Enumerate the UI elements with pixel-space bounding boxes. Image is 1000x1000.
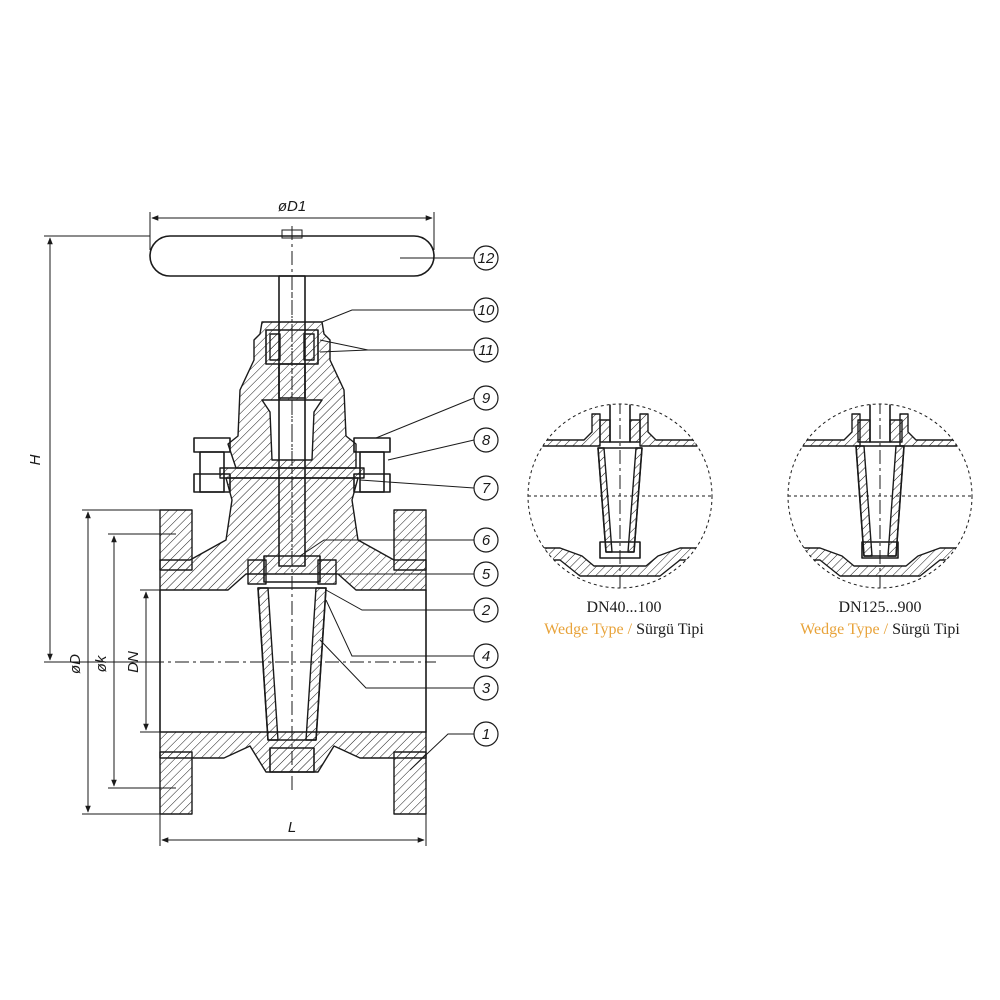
callout-6: 6 (473, 527, 499, 553)
detail1-wedge-tr: Sürgü Tipi (636, 621, 704, 638)
callout-11: 11 (473, 337, 499, 363)
callout-8: 8 (473, 427, 499, 453)
callout-12: 12 (473, 245, 499, 271)
dim-l: L (288, 819, 296, 836)
detail1-separator: / (624, 621, 636, 638)
svg-text:5: 5 (482, 566, 491, 583)
callout-7: 7 (473, 475, 499, 501)
dim-d1: øD1 (278, 198, 306, 215)
dim-k: øk (93, 654, 110, 672)
callout-4: 4 (473, 643, 499, 669)
svg-text:6: 6 (482, 532, 491, 549)
detail1-wedge-en: Wedge Type (544, 621, 624, 638)
callout-9: 9 (473, 385, 499, 411)
svg-text:9: 9 (482, 390, 491, 407)
svg-text:2: 2 (481, 602, 491, 619)
detail-dn40-100: DN40...100 Wedge Type / Sürgü Tipi (527, 403, 713, 638)
svg-text:10: 10 (478, 302, 495, 319)
detail2-separator: / (880, 621, 892, 638)
detail2-wedge-tr: Sürgü Tipi (892, 621, 960, 638)
dim-d: øD (67, 654, 84, 674)
svg-text:1: 1 (482, 726, 490, 743)
dim-dn: DN (125, 651, 142, 673)
dimension-lines: øD1 H øD øk DN L (27, 198, 435, 846)
valve-body (159, 477, 427, 591)
callout-10: 10 (473, 297, 499, 323)
callout-5: 5 (473, 561, 499, 587)
left-flange (159, 509, 193, 571)
detail1-range: DN40...100 (586, 599, 661, 616)
dim-h: H (27, 454, 44, 465)
svg-text:12: 12 (478, 250, 495, 267)
svg-text:4: 4 (482, 648, 490, 665)
svg-text:Wedge Type / Sürgü Tipi: Wedge Type / Sürgü Tipi (544, 621, 704, 638)
callout-2: 2 (473, 597, 499, 623)
part-callouts: 12 10 11 9 8 7 6 5 2 4 3 1 (299, 245, 499, 771)
svg-text:11: 11 (478, 342, 494, 359)
detail-dn125-900: DN125...900 Wedge Type / Sürgü Tipi (787, 403, 973, 638)
callout-1: 1 (473, 721, 499, 747)
svg-text:7: 7 (482, 480, 491, 497)
detail2-range: DN125...900 (838, 599, 921, 616)
svg-text:Wedge Type / Sürgü Tipi: Wedge Type / Sürgü Tipi (800, 621, 960, 638)
svg-text:8: 8 (482, 432, 491, 449)
detail2-wedge-en: Wedge Type (800, 621, 880, 638)
svg-text:3: 3 (482, 680, 491, 697)
valve-section (149, 226, 436, 815)
callout-3: 3 (473, 675, 499, 701)
